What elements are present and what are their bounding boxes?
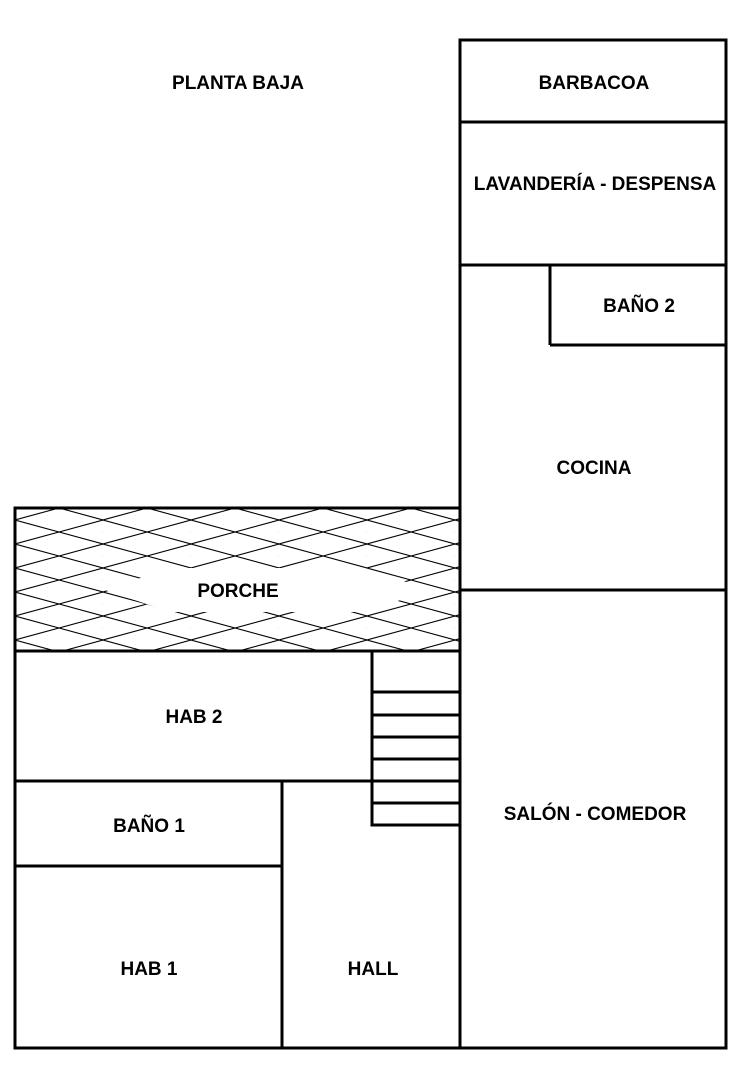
- room-label-hab2: HAB 2: [165, 707, 222, 728]
- room-label-cocina: COCINA: [557, 458, 632, 479]
- room-label-hall: HALL: [348, 959, 399, 980]
- room-label-barbacoa: BARBACOA: [539, 73, 650, 94]
- porch-label-clearing: [105, 568, 430, 612]
- wall-right-wing: [458, 38, 728, 1050]
- room-label-porche: PORCHE: [197, 581, 278, 602]
- room-label-hab1: HAB 1: [120, 959, 177, 980]
- plan-title: PLANTA BAJA: [172, 73, 304, 94]
- room-label-salon: SALÓN - COMEDOR: [504, 803, 687, 825]
- room-label-lavanderia: LAVANDERÍA - DESPENSA: [474, 173, 717, 195]
- staircase: [370, 649, 462, 827]
- wall-left-wing: [13, 506, 460, 1050]
- room-label-bano2: BAÑO 2: [603, 295, 675, 317]
- room-label-bano1: BAÑO 1: [113, 815, 185, 837]
